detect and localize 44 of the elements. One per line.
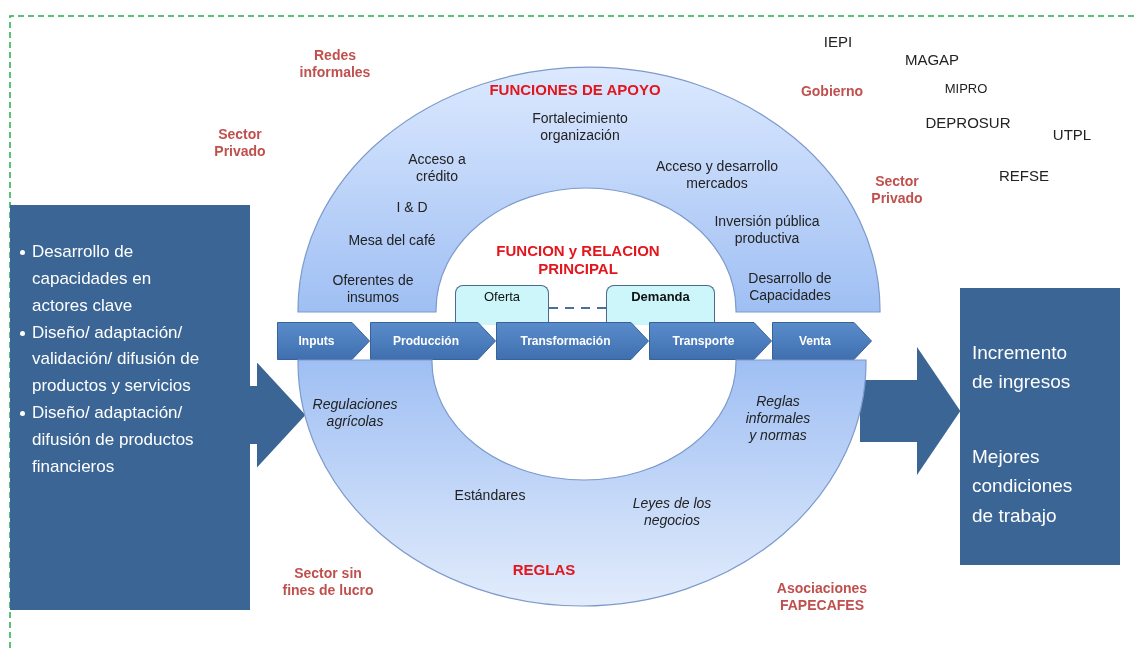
outcome-text: Incremento de ingresos <box>972 341 1072 395</box>
chevron-label: Inputs <box>298 333 335 349</box>
sector-label: Sector sin fines de lucro <box>281 565 375 599</box>
support-function-text: Acceso a crédito <box>407 151 467 185</box>
market-tab: Oferta <box>455 285 549 325</box>
sector-label: Sector Privado <box>870 173 924 207</box>
sector-label: Redes informales <box>298 47 372 81</box>
rule-text: Estándares <box>454 486 526 504</box>
organization-name: MAGAP <box>904 51 960 69</box>
block-arrow <box>250 362 306 468</box>
organization-name: REFSE <box>999 167 1049 185</box>
sector-label: Sector Privado <box>213 126 267 160</box>
outcome-text: Mejores condiciones de trabajo <box>972 444 1074 528</box>
strategy-box <box>10 205 250 610</box>
section-heading: FUNCIONES DE APOYO <box>489 81 661 99</box>
section-heading: FUNCION y RELACION PRINCIPAL <box>495 242 661 278</box>
sector-label: Asociaciones FAPECAFES <box>775 580 869 614</box>
support-function-text: Mesa del café <box>348 231 436 249</box>
bullet-text: Diseño/ adaptación/ difusión de productos financieros <box>32 402 195 478</box>
support-function-text: I & D <box>396 198 428 216</box>
market-tab: Demanda <box>606 285 715 325</box>
chevron-label: Producción <box>393 333 459 349</box>
organization-name: DEPROSUR <box>925 114 1011 132</box>
support-function-text: Fortalecimiento organización <box>531 110 629 144</box>
dashed-connector <box>548 307 607 309</box>
chevron-label: Transporte <box>672 333 735 349</box>
support-function-text: Desarrollo de Capacidades <box>747 270 833 304</box>
section-heading: REGLAS <box>512 561 576 579</box>
rule-text: Reglas informales y normas <box>744 392 812 444</box>
chevron-label: Venta <box>799 333 831 349</box>
support-function-text: Oferentes de insumos <box>331 272 415 306</box>
bullet-text: Diseño/ adaptación/ validación/ difusión de productos y servicios <box>32 321 201 398</box>
rule-text: Regulaciones agrícolas <box>311 396 399 430</box>
organization-name: UTPL <box>1052 126 1092 144</box>
organization-name: IEPI <box>823 33 853 51</box>
bullet-text: Desarrollo de capacidades en actores clave <box>32 241 153 317</box>
outcome-box <box>960 288 1120 565</box>
support-function-text: Inversión pública productiva <box>713 213 821 247</box>
sector-label: Gobierno <box>800 82 864 100</box>
organization-name: MIPRO <box>944 81 988 97</box>
block-arrow <box>860 347 961 475</box>
support-function-text: Acceso y desarrollo mercados <box>654 158 780 192</box>
rule-text: Leyes de los negocios <box>631 495 713 529</box>
chevron-label: Transformación <box>520 333 611 349</box>
